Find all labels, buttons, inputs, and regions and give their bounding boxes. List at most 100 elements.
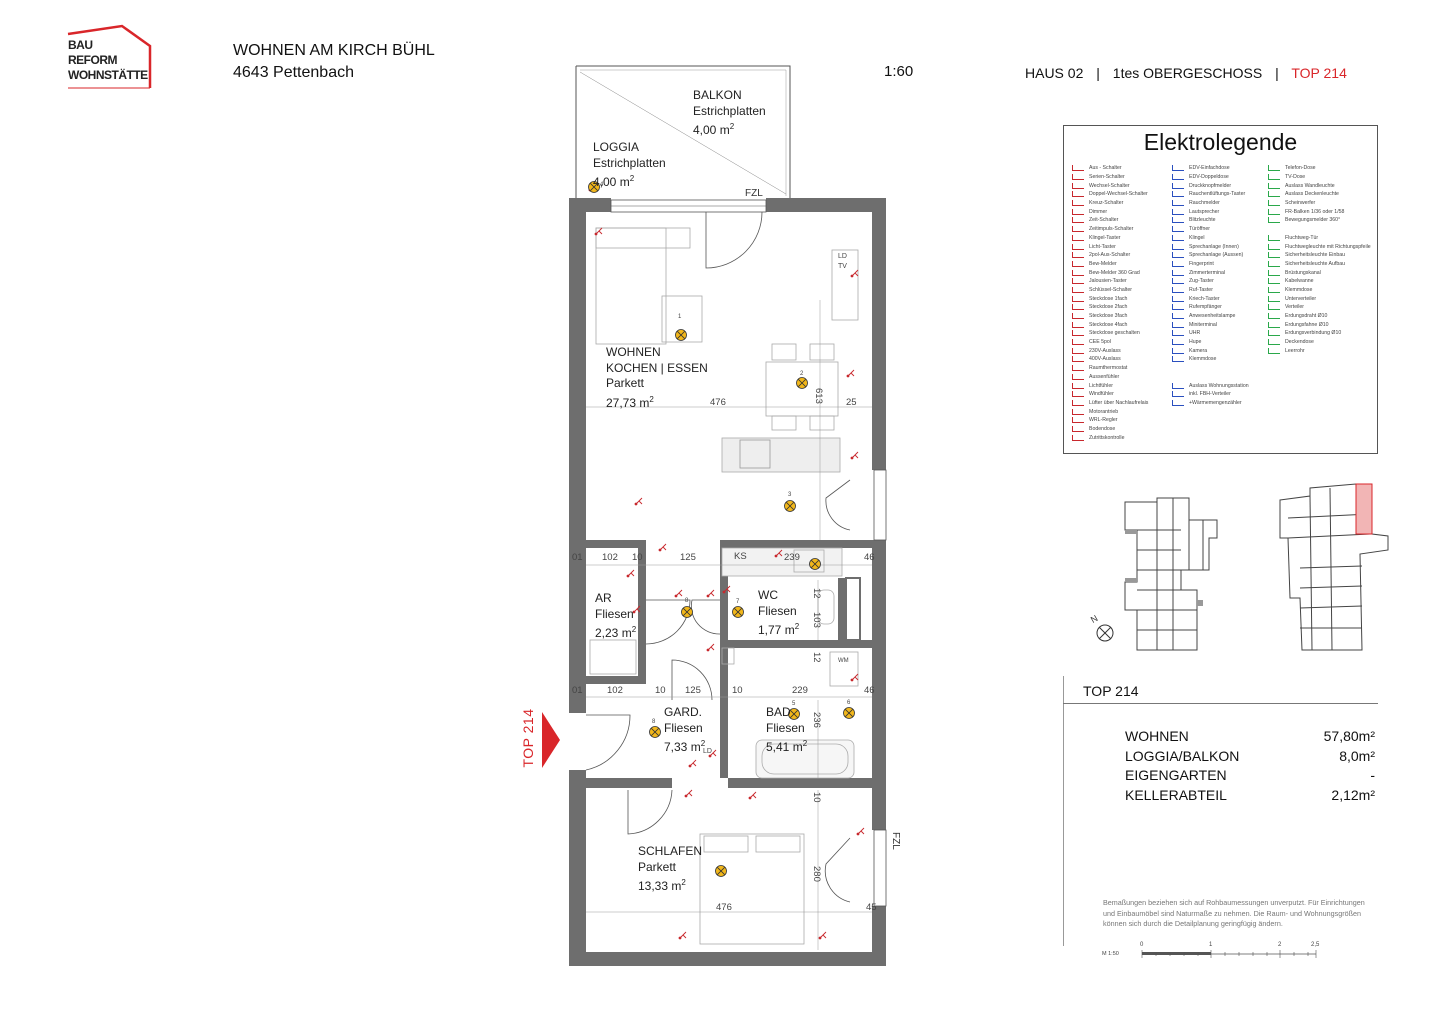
legend-symbol-icon	[1172, 382, 1184, 389]
legend-label: Fingerprint	[1189, 260, 1214, 267]
legend-label: Kriech-Taster	[1189, 295, 1220, 302]
legend-label: Verteiler	[1285, 304, 1305, 311]
scale-tick: 2,5	[1311, 942, 1320, 948]
entry-label: TOP 214	[520, 708, 536, 768]
legend-symbol-icon	[1072, 243, 1084, 250]
fzl-label-side: FZL	[890, 832, 901, 850]
light-8b	[649, 726, 661, 738]
legend-symbol-icon	[1172, 339, 1184, 346]
legend-item: TV-Dose	[1268, 173, 1371, 182]
electrical-symbols	[588, 183, 865, 940]
legend-item: Bew-Melder	[1072, 260, 1148, 269]
legend-item: Leerrohr	[1268, 346, 1371, 355]
legend-symbol-icon	[1172, 321, 1184, 328]
legend-symbol-icon	[1268, 269, 1280, 276]
legend-item: Schlüssel-Schalter	[1072, 286, 1148, 295]
legend-symbol-icon	[1172, 356, 1184, 363]
summary-row-wohnen: WOHNEN 57,80m²	[1125, 728, 1375, 744]
legend-item: Sprechanlage (Aussen)	[1172, 251, 1249, 260]
fzl-label-top: FZL	[745, 188, 763, 199]
legend-item: Lüfter über Nachlaufrelais	[1072, 399, 1148, 408]
logo-line-3: WOHNSTÄTTE	[68, 68, 148, 82]
legend-label: Lüfter über Nachlaufrelais	[1089, 399, 1149, 406]
legend-label: inkl. FBH-Verteiler	[1189, 391, 1231, 398]
legend-symbol-icon	[1172, 234, 1184, 241]
legend-item: CEE 5pol	[1072, 338, 1148, 347]
legend-symbol-icon	[1172, 374, 1184, 380]
legend-item: Aussenfühler	[1072, 373, 1148, 382]
top-label: TOP 214	[1291, 65, 1347, 81]
legend-item: Doppel-Wechsel-Schalter	[1072, 190, 1148, 199]
scale-tick: 0	[1140, 942, 1144, 948]
legend-item: Fluchtweg-Tür	[1268, 234, 1371, 243]
legend-label: Steckdose 3fach	[1089, 313, 1128, 320]
legend-label: 2pol-Aus-Schalter	[1089, 252, 1131, 259]
legend-symbol-icon	[1072, 200, 1084, 207]
legend-item: Sicherheitsleuchte Einbau	[1268, 251, 1371, 260]
legend-symbol-icon	[1172, 313, 1184, 320]
light-8	[681, 606, 693, 618]
logo-line-1: BAU	[68, 38, 93, 52]
summary-title: TOP 214	[1083, 683, 1139, 699]
legend-item: Motorantrieb	[1072, 407, 1148, 416]
legend-symbol-icon	[1072, 217, 1084, 224]
legend-item: Licht-Taster	[1072, 242, 1148, 251]
legend-label: Steckdose 4fach	[1089, 321, 1128, 328]
legend-symbol-icon	[1072, 356, 1084, 363]
legend-label: Erdungsdraht Ø10	[1285, 313, 1328, 320]
legend-item: Türöffner	[1172, 225, 1249, 234]
light-number: 5	[792, 701, 796, 707]
dim-239: 239	[784, 552, 800, 563]
legend-label: Telefon-Dose	[1285, 165, 1316, 172]
legend-item: Anwesenheitslampe	[1172, 312, 1249, 321]
summary-label: LOGGIA/BALKON	[1125, 748, 1240, 764]
legend-item: EDV-Doppeldose	[1172, 173, 1249, 182]
legend-item: Zeit-Schalter	[1072, 216, 1148, 225]
scale-label: M 1:50	[1102, 951, 1119, 957]
legend-label: Zutrittskontrolle	[1089, 434, 1125, 441]
legend-label: Rauchentlüftungs-Taster	[1189, 191, 1246, 198]
legend-label: Klingel	[1189, 234, 1205, 241]
legend-item: Zutrittskontrolle	[1072, 433, 1148, 442]
legend-item: Rauchentlüftungs-Taster	[1172, 190, 1249, 199]
legend-label: Zimmerterminal	[1189, 269, 1226, 276]
light-1	[675, 329, 687, 341]
dim-476b: 476	[716, 902, 732, 913]
legend-item	[1172, 364, 1249, 373]
dim-46b: 46	[864, 685, 875, 696]
legend-label: Leerrohr	[1285, 347, 1305, 354]
room-gard: GARD.Fliesen 7,33 m2	[664, 705, 706, 754]
legend-item: Sicherheitsleuchte Aufbau	[1268, 260, 1371, 269]
ks-label: KS	[734, 551, 747, 562]
legend-symbol-icon	[1072, 382, 1084, 389]
legend-symbol-icon	[1268, 330, 1280, 337]
entry-arrow	[542, 712, 560, 768]
legend-item: Windfühler	[1072, 390, 1148, 399]
legend-item: Miniterminal	[1172, 320, 1249, 329]
legend-item: Unterverteiler	[1268, 294, 1371, 303]
dim-613: 613	[813, 388, 824, 404]
legend-label: Steckdose 2fach	[1089, 304, 1128, 311]
legend-symbol-icon	[1172, 165, 1184, 172]
legend-symbol-icon	[1172, 399, 1184, 406]
dim-229: 229	[792, 685, 808, 696]
dim-01b: 01	[572, 685, 583, 696]
legend-symbol-icon	[1172, 217, 1184, 224]
legend-item: Steckdose geschalten	[1072, 329, 1148, 338]
legend-item: Fluchtwegleuchte mit Richtungspfeile	[1268, 242, 1371, 251]
legend-item: Steckdose 1fach	[1072, 294, 1148, 303]
dim-46a: 46	[864, 552, 875, 563]
legend-item: Zug-Taster	[1172, 277, 1249, 286]
legend-item: Hupe	[1172, 338, 1249, 347]
legend-symbol-icon	[1268, 304, 1280, 311]
dim-10d: 10	[811, 792, 822, 803]
legend-label: Hupe	[1189, 339, 1202, 346]
legend-item: Jalousien-Taster	[1072, 277, 1148, 286]
legend-label: 230V-Auslass	[1089, 347, 1121, 354]
legend-label: EDV-Doppeldose	[1189, 174, 1229, 181]
legend-symbol-icon	[1268, 260, 1280, 267]
legend-item: Brüstungskanal	[1268, 268, 1371, 277]
legend-item: Kreuz-Schalter	[1072, 199, 1148, 208]
light-3	[784, 500, 796, 512]
dim-25: 25	[846, 397, 857, 408]
